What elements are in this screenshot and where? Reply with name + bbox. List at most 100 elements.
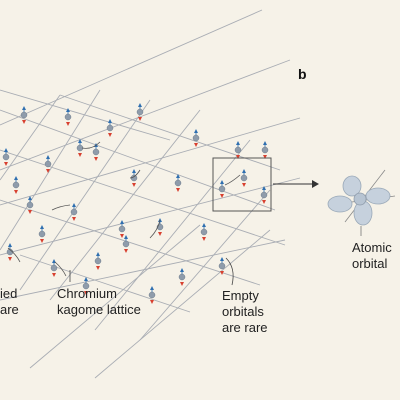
cr-atom bbox=[261, 146, 269, 154]
spin-up-arrow-icon bbox=[28, 196, 32, 200]
spin-down-arrow-icon bbox=[176, 188, 180, 192]
spin-down-arrow-icon bbox=[96, 266, 100, 270]
spin-down-arrow-icon bbox=[66, 122, 70, 126]
spin-down-arrow-icon bbox=[263, 155, 267, 159]
cr-atom bbox=[148, 291, 156, 299]
spin-down-arrow-icon bbox=[120, 234, 124, 238]
spin-up-arrow-icon bbox=[202, 223, 206, 227]
cr-atom bbox=[20, 111, 28, 119]
cr-atom bbox=[136, 108, 144, 116]
spin-up-arrow-icon bbox=[138, 103, 142, 107]
cr-atom bbox=[94, 257, 102, 265]
spin-down-arrow-icon bbox=[180, 282, 184, 286]
atomic-label-line2: orbital bbox=[352, 256, 388, 271]
lattice-atoms bbox=[2, 103, 269, 304]
lattice-line bbox=[94, 229, 271, 379]
spin-down-arrow-icon bbox=[150, 300, 154, 304]
spin-down-arrow-icon bbox=[194, 143, 198, 147]
lattice-line bbox=[0, 117, 301, 206]
chromium-kagome-label: Chromium kagome lattice bbox=[57, 286, 141, 318]
curved-pointer-arrow-icon bbox=[51, 204, 71, 211]
curved-pointer-arrow-icon bbox=[129, 169, 141, 179]
cr-atom bbox=[174, 179, 182, 187]
spin-down-arrow-icon bbox=[14, 190, 18, 194]
spin-up-arrow-icon bbox=[22, 106, 26, 110]
cr-atom bbox=[234, 146, 242, 154]
cr-atom bbox=[50, 264, 58, 272]
panel-label: b bbox=[298, 66, 307, 82]
spin-up-arrow-icon bbox=[150, 286, 154, 290]
atomic-orbital-label: Atomic orbital bbox=[352, 240, 392, 272]
lattice-line bbox=[0, 109, 276, 211]
spin-down-arrow-icon bbox=[94, 157, 98, 161]
cr-atom bbox=[240, 174, 248, 182]
cr-atom bbox=[26, 201, 34, 209]
spin-up-arrow-icon bbox=[40, 225, 44, 229]
cr-atom bbox=[64, 113, 72, 121]
empty-orbitals-label: Empty orbitals are rare bbox=[222, 288, 268, 336]
curved-pointer-arrow-icon bbox=[7, 247, 21, 263]
arrow-right-icon bbox=[273, 180, 319, 188]
cr-atom bbox=[70, 208, 78, 216]
lattice-line bbox=[0, 94, 61, 181]
spin-down-arrow-icon bbox=[220, 194, 224, 198]
cr-atom bbox=[218, 262, 226, 270]
callout-arrows bbox=[7, 141, 241, 286]
lattice-line bbox=[0, 89, 101, 251]
cr-atom bbox=[12, 181, 20, 189]
curved-pointer-arrow-icon bbox=[54, 261, 67, 277]
spin-down-arrow-icon bbox=[22, 120, 26, 124]
spin-up-arrow-icon bbox=[124, 235, 128, 239]
lattice-line bbox=[0, 59, 291, 171]
spin-up-arrow-icon bbox=[46, 155, 50, 159]
empty-orbitals-pointer bbox=[225, 257, 234, 286]
empty-label-line1: Empty bbox=[222, 288, 259, 303]
lattice-line bbox=[19, 254, 191, 313]
cr-atom bbox=[178, 273, 186, 281]
lattice-line bbox=[0, 9, 263, 126]
spin-up-arrow-icon bbox=[180, 268, 184, 272]
zoom-box bbox=[212, 157, 272, 212]
cr-atom bbox=[38, 230, 46, 238]
chromium-label-line1: Chromium bbox=[57, 286, 117, 301]
lattice-line bbox=[139, 189, 271, 341]
spin-down-arrow-icon bbox=[220, 271, 224, 275]
spin-down-arrow-icon bbox=[52, 273, 56, 277]
spin-down-arrow-icon bbox=[202, 237, 206, 241]
spin-up-arrow-icon bbox=[242, 169, 246, 173]
curved-pointer-arrow-icon bbox=[149, 219, 161, 239]
spin-down-arrow-icon bbox=[46, 169, 50, 173]
lattice-line bbox=[0, 149, 286, 246]
spin-up-arrow-icon bbox=[220, 180, 224, 184]
spin-up-arrow-icon bbox=[262, 186, 266, 190]
cr-atom bbox=[44, 160, 52, 168]
empty-label-line3: are rare bbox=[222, 320, 268, 335]
spin-up-arrow-icon bbox=[14, 176, 18, 180]
occupied-label: ied are bbox=[0, 286, 19, 318]
atomic-label-line1: Atomic bbox=[352, 240, 392, 255]
spin-down-arrow-icon bbox=[8, 257, 12, 261]
spin-down-arrow-icon bbox=[108, 133, 112, 137]
spin-down-arrow-icon bbox=[40, 239, 44, 243]
cr-atom bbox=[218, 185, 226, 193]
lattice-line bbox=[59, 94, 281, 171]
spin-up-arrow-icon bbox=[132, 169, 136, 173]
spin-down-arrow-icon bbox=[236, 155, 240, 159]
spin-up-arrow-icon bbox=[120, 220, 124, 224]
cr-atom bbox=[192, 134, 200, 142]
spin-down-arrow-icon bbox=[4, 162, 8, 166]
spin-down-arrow-icon bbox=[28, 210, 32, 214]
spin-up-arrow-icon bbox=[4, 148, 8, 152]
cr-atom bbox=[2, 153, 10, 161]
spin-up-arrow-icon bbox=[96, 252, 100, 256]
lattice-line bbox=[0, 177, 301, 256]
atomic-orbital-lobes-icon bbox=[327, 169, 396, 236]
spin-down-arrow-icon bbox=[158, 232, 162, 236]
spin-down-arrow-icon bbox=[84, 291, 88, 295]
spin-up-arrow-icon bbox=[220, 257, 224, 261]
cr-atom bbox=[118, 225, 126, 233]
spin-down-arrow-icon bbox=[124, 249, 128, 253]
cr-atom bbox=[92, 148, 100, 156]
curved-pointer-arrow-icon bbox=[224, 174, 241, 186]
